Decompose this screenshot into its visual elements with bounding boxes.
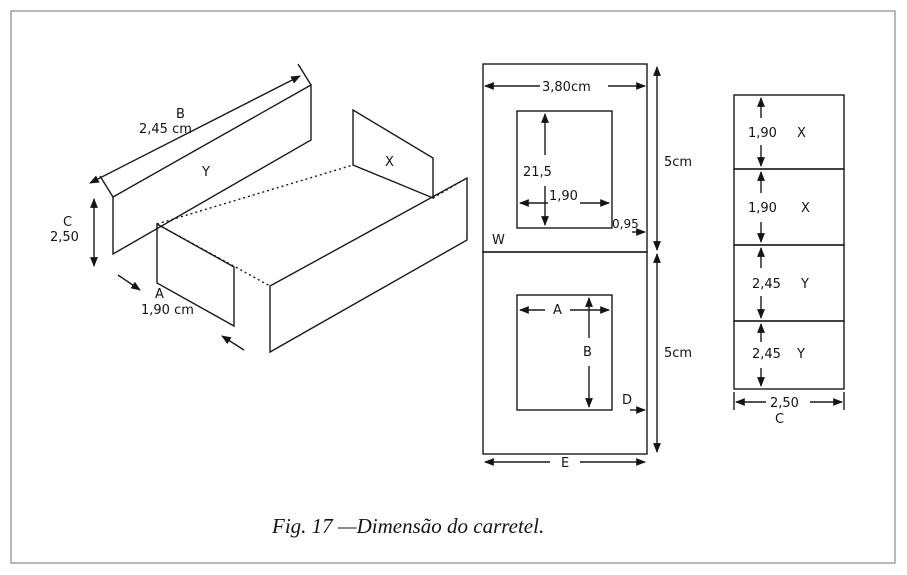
strip-row-2-value: 1,90 (748, 201, 777, 216)
front-label-d: D (622, 393, 632, 408)
strip-row-4-letter: Y (796, 347, 805, 362)
strip-row-3-letter: Y (800, 277, 809, 292)
figure-caption: Fig. 17 —Dimensão do carretel. (271, 514, 544, 538)
panel-y (112, 83, 312, 256)
strip-row-3 (733, 244, 845, 322)
strip-row-2-letter: X (801, 201, 810, 216)
iso-label-y: Y (201, 165, 210, 180)
strip-view (733, 94, 845, 410)
dim-b-ext-left (99, 175, 114, 198)
front-outer-bottom (482, 251, 648, 455)
front-right-dim-top: 5cm (664, 155, 692, 170)
front-label-w: W (492, 233, 505, 248)
front-label-a: A (553, 303, 562, 318)
iso-a-value: 1,90 cm (141, 303, 194, 318)
strip-row-3-value: 2,45 (752, 277, 781, 292)
edge-x-link (432, 177, 468, 199)
strip-bottom-label: C (775, 412, 784, 427)
panel-a (156, 222, 235, 328)
iso-label-c: C (63, 215, 72, 230)
edge-top-link (156, 164, 354, 225)
strip-row-4 (733, 320, 845, 390)
strip-bottom-value: 2,50 (770, 396, 799, 411)
isometric-view (89, 63, 468, 354)
iso-label-a: A (155, 287, 164, 302)
panel-front-long (269, 176, 468, 354)
dim-b-line (89, 75, 301, 184)
strip-row-1-value: 1,90 (748, 126, 777, 141)
strip-row-1-letter: X (797, 126, 806, 141)
iso-label-x: X (385, 155, 394, 170)
front-h-value: 21,5 (523, 165, 552, 180)
front-top-width: 3,80cm (542, 80, 591, 95)
front-window-top (516, 110, 613, 229)
front-right-dim-bottom: 5cm (664, 346, 692, 361)
front-window-bottom (516, 294, 613, 411)
front-label-e: E (561, 456, 569, 471)
figure-border (10, 10, 896, 564)
strip-row-4-value: 2,45 (752, 347, 781, 362)
dim-a-arrow-right (221, 335, 245, 351)
edge-bottom-left (156, 223, 271, 287)
dim-b-ext-right (297, 63, 312, 86)
iso-b-value: 2,45 cm (139, 122, 192, 137)
iso-label-b: B (176, 107, 185, 122)
front-w-value: 1,90 (549, 189, 578, 204)
panel-x (352, 108, 434, 200)
front-margin-value: 0,95 (612, 217, 639, 231)
dim-a-arrow-left (117, 274, 141, 291)
front-label-b: B (583, 345, 592, 360)
iso-c-value: 2,50 (50, 230, 79, 245)
front-view (482, 63, 661, 466)
